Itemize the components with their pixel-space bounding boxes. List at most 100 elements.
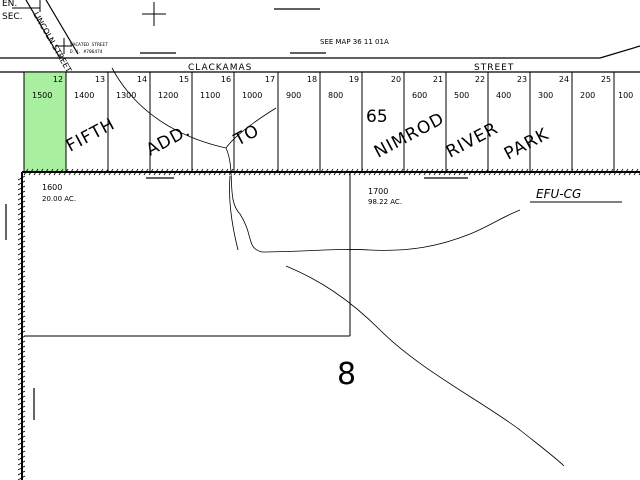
hatch-mark (158, 168, 164, 176)
hatch-mark (478, 168, 484, 176)
tax-lot-number[interactable]: 1400 (74, 91, 94, 100)
hatch-mark (98, 168, 104, 176)
clackamas-label: CLACKAMAS (188, 63, 252, 73)
hatch-mark (363, 168, 369, 176)
tax-lot-number[interactable]: 1500 (32, 91, 52, 100)
lincoln-street-edge (25, 0, 61, 59)
hatch-mark (503, 168, 509, 176)
hatch-mark (17, 420, 26, 426)
tax-lot-number[interactable]: 1200 (158, 91, 178, 100)
tax-lot-number[interactable]: 900 (286, 91, 301, 100)
hatch-mark (468, 168, 474, 176)
hatch-mark (268, 168, 274, 176)
hatch-mark (17, 235, 26, 241)
hatch-mark (17, 465, 26, 471)
hatch-mark (17, 285, 26, 291)
tax-lot-number[interactable]: 600 (412, 91, 427, 100)
hatch-mark (17, 300, 26, 306)
hatch-mark (538, 168, 544, 176)
hatch-mark (17, 265, 26, 271)
hatch-mark (17, 455, 26, 461)
hatch-mark (248, 168, 254, 176)
hatch-mark (593, 168, 599, 176)
hatch-mark (273, 168, 279, 176)
tax-lot-number[interactable]: 100 (618, 91, 633, 100)
hatch-mark (428, 168, 434, 176)
hatch-mark (17, 320, 26, 326)
hatch-mark (338, 168, 344, 176)
hatch-mark (17, 475, 26, 480)
hatch-mark (323, 168, 329, 176)
hatch-mark (353, 168, 359, 176)
hatch-mark (433, 168, 439, 176)
road-line (285, 265, 565, 467)
hatch-mark (388, 168, 394, 176)
hatch-mark (17, 425, 26, 431)
hatch-mark (148, 168, 154, 176)
tax-lot-number[interactable]: 800 (328, 91, 343, 100)
lincoln-street-edge (45, 0, 79, 55)
hatch-mark (523, 168, 529, 176)
lot-number: 24 (559, 75, 569, 84)
hatch-mark (518, 168, 524, 176)
subdivision-word: TO (230, 121, 263, 151)
tax-lot-number[interactable]: 400 (496, 91, 511, 100)
hatch-mark (188, 168, 194, 176)
lot-number: 25 (601, 75, 611, 84)
lot-number: 17 (265, 75, 275, 84)
parcel-1600-tax-lot[interactable]: 1600 (42, 183, 62, 192)
lot-number: 15 (179, 75, 189, 84)
hatch-mark (298, 168, 304, 176)
lot-number: 21 (433, 75, 443, 84)
hatch-mark (17, 250, 26, 256)
hatch-mark (17, 200, 26, 206)
hatch-mark (17, 230, 26, 236)
hatch-mark (368, 168, 374, 176)
hatch-mark (498, 168, 504, 176)
tax-lot-number[interactable]: 500 (454, 91, 469, 100)
hatch-mark (258, 168, 264, 176)
hatch-mark (17, 215, 26, 221)
hatch-mark (603, 168, 609, 176)
hatch-mark (63, 168, 69, 176)
hatch-mark (68, 168, 74, 176)
hatch-mark (53, 168, 59, 176)
tax-lot-number[interactable]: 300 (538, 91, 553, 100)
hatch-mark (558, 168, 564, 176)
hatch-mark (453, 168, 459, 176)
hatch-mark (288, 168, 294, 176)
hatch-mark (88, 168, 94, 176)
tax-lot-number[interactable]: 1300 (116, 91, 136, 100)
lot-number: 23 (517, 75, 527, 84)
tax-lot-number[interactable]: 1100 (200, 91, 220, 100)
vacated-street-ref: D.V. #706474 (70, 49, 103, 55)
lot-number: 14 (137, 75, 147, 84)
hatch-mark (153, 168, 159, 176)
tax-lot-number[interactable]: 1000 (242, 91, 262, 100)
lot-number: 20 (391, 75, 401, 84)
hatch-mark (598, 168, 604, 176)
hatch-mark (28, 168, 34, 176)
section-corner-marker (142, 2, 166, 26)
highlighted-lot-12[interactable] (23, 71, 67, 173)
hatch-mark (333, 168, 339, 176)
hatch-mark (178, 168, 184, 176)
hatch-mark (17, 445, 26, 451)
hatch-mark (438, 168, 444, 176)
hatch-mark (318, 168, 324, 176)
hatch-mark (213, 168, 219, 176)
hatch-mark (103, 168, 109, 176)
map-edge-label: EN. (2, 0, 17, 9)
parcel-1700-tax-lot[interactable]: 1700 (368, 187, 388, 196)
tax-lot-number[interactable]: 200 (580, 91, 595, 100)
hatch-mark (588, 168, 594, 176)
hatch-mark (183, 168, 189, 176)
hatch-mark (513, 168, 519, 176)
hatch-mark (583, 168, 589, 176)
lot-number: 22 (475, 75, 485, 84)
creek-branch (225, 107, 277, 149)
zone-label: EFU-CG (536, 187, 581, 201)
hatch-mark (17, 255, 26, 261)
hatch-mark (17, 410, 26, 416)
